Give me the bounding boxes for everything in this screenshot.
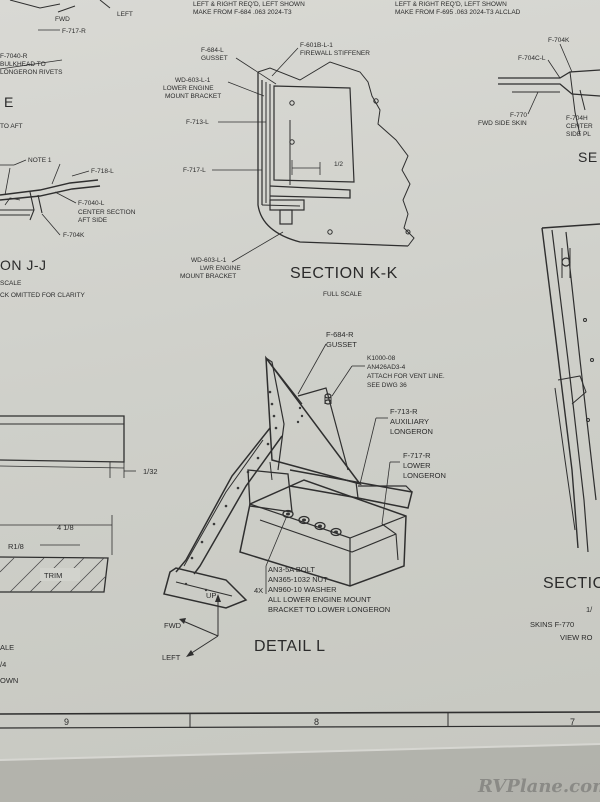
detail-l-callout-2b: AN426AD3-4 <box>367 364 406 371</box>
section-right-top: F-704K F-704C-L F-770 FWD SIDE SKIN F-70… <box>478 37 600 165</box>
left-dim-1: 1/32 <box>143 467 158 476</box>
watermark-logo: RVPlane.com <box>477 776 600 797</box>
kk-callout-3: WD-603-L-1 <box>175 77 211 84</box>
right-skins: SKINS F-770 <box>530 620 574 629</box>
kk-callout-6c: MOUNT BRACKET <box>180 273 236 280</box>
detail-l-bolts <box>282 509 342 537</box>
jj-callout-4: AFT SIDE <box>78 217 108 224</box>
axis-left-label: LEFT <box>162 653 181 662</box>
right-callout-2: F-704C-L <box>518 55 546 62</box>
section-e-note-l1: BULKHEAD TO <box>0 61 46 68</box>
top-left-left: LEFT <box>117 11 133 18</box>
top-center-line1: LEFT & RIGHT REQ'D, LEFT SHOWN <box>193 1 305 8</box>
kk-dim-half: 1/2 <box>334 161 343 168</box>
kk-callout-2b: FIREWALL STIFFENER <box>300 50 370 57</box>
section-e-caption: TO AFT <box>0 123 23 130</box>
left-text-1: ALE <box>0 643 14 652</box>
kk-callout-6: WD-603-L-1 <box>191 257 227 264</box>
right-letters: SE <box>578 149 598 165</box>
detail-l-callout-4b: LOWER <box>403 461 431 470</box>
left-trim-detail: 1/32 4 1/8 R1/8 TRIM ALE /4 OWN <box>0 415 158 685</box>
detail-l-hw-5: BRACKET TO LOWER LONGERON <box>268 605 390 614</box>
kk-title: SECTION K-K <box>290 265 398 282</box>
right-title: SECTIO <box>543 575 600 592</box>
detail-l-callout-3: F-713-R <box>390 407 418 416</box>
detail-l-hw-3: AN960-10 WASHER <box>268 585 337 594</box>
left-dim-2: 4 1/8 <box>57 523 74 532</box>
section-kk: 1/2 F-684-L GUSSET F-601B-L-1 FIREWALL S… <box>163 42 415 298</box>
jj-title: ON J-J <box>0 257 47 273</box>
detail-l-hw-1: AN3-5A BOLT <box>268 565 315 574</box>
top-left-fragment: FWD LEFT F-717-R <box>9 0 133 35</box>
section-right-longeron: SECTIO 1/ SKINS F-770 VIEW RO <box>530 223 600 642</box>
top-center-line2: MAKE FROM F-684 .063 2024-T3 <box>193 9 292 16</box>
top-right-line1: LEFT & RIGHT REQ'D, LEFT SHOWN <box>395 1 507 8</box>
detail-l-title: DETAIL L <box>254 638 326 655</box>
kk-callout-6b: LWR ENGINE <box>200 265 241 272</box>
axis-fwd-label: FWD <box>164 621 182 630</box>
jj-note: NOTE 1 <box>28 157 52 164</box>
section-jj: NOTE 1 F-718-L F-7040-L CENTER SECTION A… <box>0 157 136 299</box>
right-view: VIEW RO <box>560 633 593 642</box>
kk-callout-2: F-601B-L-1 <box>300 42 333 49</box>
jj-omit: CK OMITTED FOR CLARITY <box>0 292 86 299</box>
detail-l-callout-2d: SEE DWG 36 <box>367 382 407 389</box>
kk-callout-3b: LOWER ENGINE <box>163 85 214 92</box>
kk-callout-1b: GUSSET <box>201 55 228 62</box>
right-callout-1: F-704K <box>548 37 570 44</box>
left-text-2: /4 <box>0 660 6 669</box>
right-callout-4b: CENTER <box>566 123 593 130</box>
detail-l-callout-3b: AUXILIARY <box>390 417 429 426</box>
grid-zone-8: 8 <box>314 717 319 727</box>
right-frac: 1/ <box>586 605 593 614</box>
left-text-3: OWN <box>0 676 18 685</box>
detail-l-vent-fitting <box>324 393 332 405</box>
detail-l-rivets <box>184 390 304 592</box>
section-e-fragment: F-7040-R BULKHEAD TO LONGERON RIVETS E T… <box>0 53 63 130</box>
jj-scale: SCALE <box>0 280 22 287</box>
kk-callout-3c: MOUNT BRACKET <box>165 93 221 100</box>
left-radius: R1/8 <box>8 542 24 551</box>
top-left-fwd: FWD <box>55 16 70 23</box>
top-right-line2: MAKE FROM F-695 .063 2024-T3 ALCLAD <box>395 9 521 16</box>
right-callout-3: F-770 <box>510 112 527 119</box>
section-e-ref: F-7040-R <box>0 53 28 60</box>
detail-l-callout-3c: LONGERON <box>390 427 433 436</box>
kk-callout-5: F-717-L <box>183 167 206 174</box>
detail-l-hw-4: ALL LOWER ENGINE MOUNT <box>268 595 371 604</box>
detail-l-callout-1: F-684-R <box>326 330 354 339</box>
right-callout-4: F-704H <box>566 115 588 122</box>
detail-l-qty: 4X <box>254 586 263 595</box>
grid-zone-7: 7 <box>570 717 575 727</box>
jj-callout-5: F-704K <box>63 232 85 239</box>
section-e-letter: E <box>4 94 14 110</box>
axis-up-label: UP <box>206 591 216 600</box>
kk-callout-4: F-713-L <box>186 119 209 126</box>
detail-l-callout-2: K1000-08 <box>367 355 396 362</box>
detail-l-hw-2: AN365-1032 NUT <box>268 575 328 584</box>
detail-l-callout-4: F-717-R <box>403 451 431 460</box>
section-e-note-l2: LONGERON RIVETS <box>0 69 63 76</box>
right-callout-4c: SIDE PL <box>566 131 591 138</box>
jj-callout-2: F-7040-L <box>78 200 105 207</box>
detail-l-callout-2c: ATTACH FOR VENT LINE. <box>367 373 445 380</box>
detail-l-callout-4c: LONGERON <box>403 471 446 480</box>
detail-l-callout-1b: GUSSET <box>326 340 357 349</box>
border-grid: 9 8 7 <box>0 711 600 729</box>
left-trim-label: TRIM <box>44 571 62 580</box>
detail-l-axes: UP FWD LEFT <box>162 591 221 662</box>
kk-scale: FULL SCALE <box>323 291 362 298</box>
jj-callout-3: CENTER SECTION <box>78 209 136 216</box>
top-left-part: F-717-R <box>62 28 86 35</box>
right-callout-3b: FWD SIDE SKIN <box>478 120 527 127</box>
kk-callout-1: F-684-L <box>201 47 224 54</box>
jj-callout-1: F-718-L <box>91 168 114 175</box>
detail-l: F-684-R GUSSET K1000-08 AN426AD3-4 ATTAC… <box>162 330 446 662</box>
grid-zone-9: 9 <box>64 717 69 727</box>
